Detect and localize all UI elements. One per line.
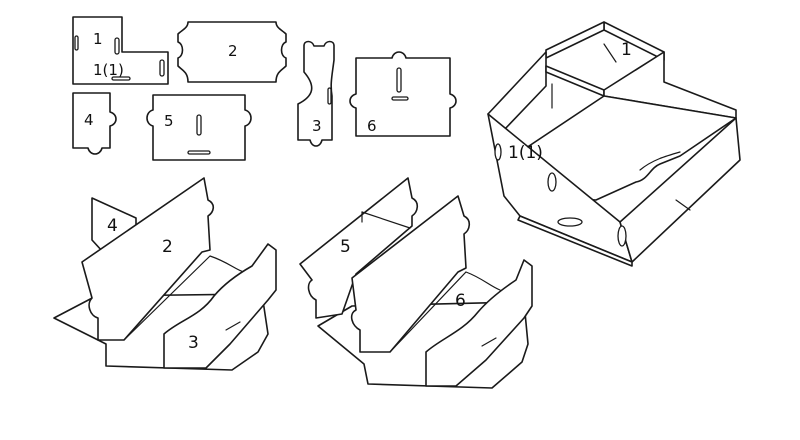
label-part-2: 2 — [228, 42, 238, 60]
assembly-step-2: 5 6 — [299, 177, 533, 389]
flat-part-5: 5 — [146, 94, 252, 161]
label-step1-part-4: 4 — [107, 216, 118, 236]
flat-part-4: 4 — [72, 92, 117, 155]
flat-part-6: 6 — [349, 51, 457, 137]
label-part-1: 1 — [93, 30, 103, 48]
assembled-box: 1 1(1) — [487, 21, 741, 267]
label-box-part-1: 1 — [621, 40, 632, 60]
label-part-5: 5 — [164, 112, 174, 130]
flat-part-2: 2 — [177, 21, 287, 83]
assembly-step-1: 4 2 3 — [53, 177, 277, 371]
label-part-1-1: 1(1) — [93, 61, 124, 79]
label-step2-part-6: 6 — [455, 291, 466, 311]
label-step2-part-5: 5 — [340, 237, 351, 257]
label-step1-part-3: 3 — [188, 333, 199, 353]
flat-part-3: 3 — [297, 40, 335, 147]
label-part-3: 3 — [312, 117, 322, 135]
label-step1-part-2: 2 — [162, 237, 173, 257]
label-box-part-1-1: 1(1) — [508, 143, 543, 163]
flat-part-1: 1 1(1) — [72, 16, 169, 85]
label-part-6: 6 — [367, 117, 377, 135]
label-part-4: 4 — [84, 111, 94, 129]
